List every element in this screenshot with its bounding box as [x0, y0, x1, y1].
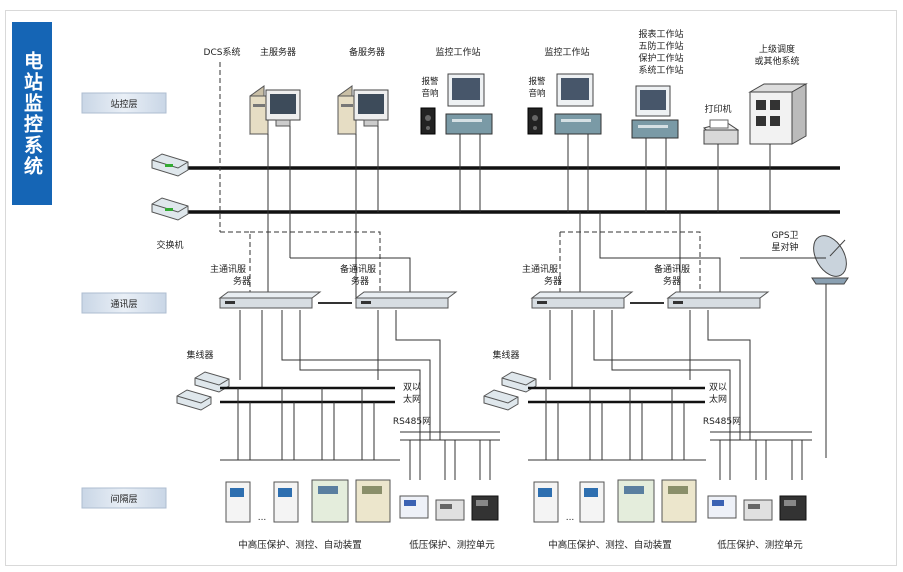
diagram-title: 电站监控系统 — [21, 51, 43, 177]
monitor-station-1-label: 监控工作站 — [435, 46, 480, 58]
left-backup-comm-label-1: 备通讯服 — [340, 263, 376, 275]
auto-device-icon — [661, 479, 697, 523]
alarm-2-label-1: 报警 — [528, 76, 546, 87]
right-dual-eth-label-2: 太网 — [709, 393, 727, 405]
left-mv-label: 中高压保护、测控、自动装置 — [238, 539, 362, 551]
backup-server-icon — [337, 85, 389, 135]
alarm-speaker-icon — [527, 107, 543, 135]
right-dual-eth-label-1: 双以 — [709, 382, 727, 393]
auto-device-icon — [311, 479, 349, 523]
protection-relay-icon — [273, 481, 299, 523]
hub-icon — [483, 389, 519, 411]
printer-label: 打印机 — [704, 103, 731, 115]
layer-label-station: 站控层 — [110, 98, 137, 110]
gps-label-1: GPS卫 — [771, 231, 798, 241]
alarm-1-label-1: 报警 — [421, 76, 439, 87]
left-dual-eth-label-1: 双以 — [403, 382, 421, 393]
left-hub-label: 集线器 — [186, 349, 213, 361]
device-ellipsis: ... — [566, 513, 575, 523]
protection-relay-icon — [533, 481, 559, 523]
auto-device-icon — [355, 479, 391, 523]
main-server-label: 主服务器 — [260, 46, 296, 58]
lv-protection-unit-icon — [399, 495, 429, 519]
backup-server-label: 备服务器 — [349, 46, 385, 58]
protection-relay-icon — [579, 481, 605, 523]
report-station-label-4: 系统工作站 — [638, 64, 683, 76]
right-hub-label: 集线器 — [492, 349, 519, 361]
device-ellipsis: ... — [258, 513, 267, 523]
title-banner: 电站监控系统 — [12, 22, 52, 205]
report-workstation-icon — [631, 85, 679, 139]
main-server-icon — [249, 85, 301, 135]
gps-label-2: 星对钟 — [771, 241, 798, 253]
right-mv-label: 中高压保护、测控、自动装置 — [548, 539, 672, 551]
right-backup-comm-label-1: 备通讯服 — [654, 263, 690, 275]
alarm-2-label-2: 音响 — [528, 88, 545, 99]
monitor-station-2-label: 监控工作站 — [544, 46, 589, 58]
bay-drops — [237, 388, 803, 480]
left-backup-comm-label-2: 务器 — [351, 275, 369, 287]
comm-links-left — [220, 212, 441, 440]
right-main-comm-label-1: 主通讯服 — [522, 263, 558, 275]
right-rs485-label: RS485网 — [703, 416, 741, 427]
hub-icon — [176, 389, 212, 411]
lv-protection-unit-icon — [743, 499, 773, 521]
hub-icon — [501, 371, 537, 393]
alarm-1-label-2: 音响 — [421, 88, 438, 99]
monitor-workstation-icon — [554, 73, 602, 135]
switch-icon — [151, 197, 189, 221]
layer-tag-comm: 通讯层 — [81, 292, 167, 314]
left-dual-eth-label-2: 太网 — [403, 393, 421, 405]
protection-relay-icon — [225, 481, 251, 523]
monitor-workstation-icon — [445, 73, 493, 135]
left-lv-label: 低压保护、测控单元 — [409, 539, 495, 551]
upper-dispatch-label-2: 或其他系统 — [754, 55, 799, 67]
right-lv-label: 低压保护、测控单元 — [717, 539, 803, 551]
comm-server-icon — [354, 291, 458, 309]
lv-protection-unit-icon — [435, 499, 465, 521]
right-main-comm-label-2: 务器 — [544, 275, 562, 287]
left-rs485-label: RS485网 — [393, 416, 431, 427]
layer-tag-bay: 间隔层 — [81, 487, 167, 509]
lv-protection-unit-icon — [779, 495, 807, 521]
right-backup-comm-label-2: 务器 — [663, 275, 681, 287]
left-main-comm-label-1: 主通讯服 — [210, 263, 246, 275]
left-main-comm-label-2: 务器 — [233, 275, 251, 287]
upper-dispatch-label-1: 上级调度 — [759, 43, 795, 55]
report-station-label-1: 报表工作站 — [638, 28, 683, 40]
station-drops — [267, 126, 771, 212]
layer-label-comm: 通讯层 — [110, 299, 137, 310]
layer-tag-station: 站控层 — [81, 92, 167, 114]
auto-device-icon — [617, 479, 655, 523]
printer-icon — [702, 119, 740, 145]
comm-server-icon — [666, 291, 770, 309]
dcs-label: DCS系统 — [204, 46, 241, 58]
diagram-frame — [5, 10, 897, 566]
comm-server-icon — [218, 291, 322, 309]
gps-satellite-dish-icon — [811, 235, 849, 285]
lv-protection-unit-icon — [707, 495, 737, 519]
switch-icon — [151, 153, 189, 177]
report-station-label-2: 五防工作站 — [638, 40, 683, 52]
report-station-label-3: 保护工作站 — [638, 52, 683, 64]
comm-links-right — [549, 212, 826, 440]
layer-label-bay: 间隔层 — [110, 493, 137, 505]
upper-dispatch-cabinet-icon — [748, 83, 808, 145]
lv-protection-unit-icon — [471, 495, 499, 521]
switch-label: 交换机 — [156, 239, 183, 251]
alarm-speaker-icon — [420, 107, 436, 135]
comm-server-icon — [530, 291, 634, 309]
